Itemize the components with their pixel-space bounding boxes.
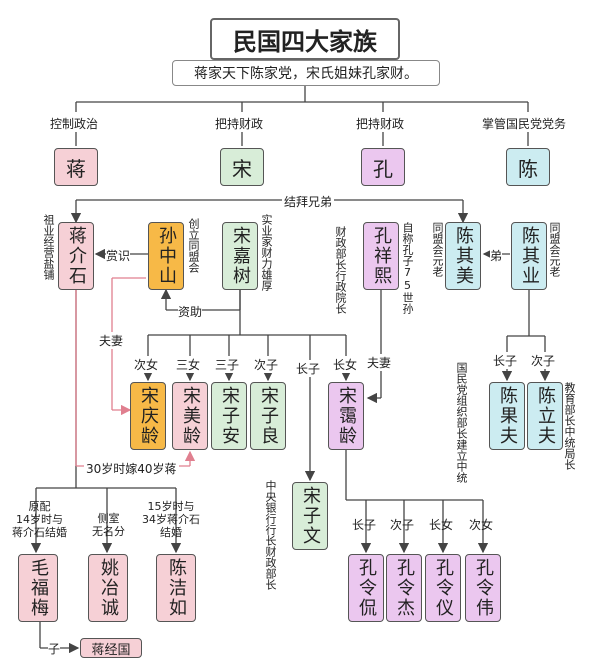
family-role-song: 把持财政: [215, 117, 264, 131]
label-third-daughter: 三女: [176, 356, 201, 373]
diagram-title: 民国四大家族: [210, 18, 400, 60]
person-song-meiling: 宋美龄: [172, 382, 208, 450]
family-chen: 陈: [506, 148, 550, 186]
label-brother: 弟: [490, 247, 503, 264]
family-jiang: 蒋: [54, 148, 98, 186]
person-kong-lingkan: 孔令侃: [348, 554, 384, 622]
note-chen-qiye: 同盟会元老: [548, 222, 561, 277]
diagram-subtitle: 蒋家天下陈家党，宋氏姐妹孔家财。: [172, 60, 440, 86]
person-kong-lingjie: 孔令杰: [386, 554, 422, 622]
note-song-wealth: 实业家财力雄厚: [260, 214, 273, 291]
label-eldest-son: 长子: [296, 360, 321, 377]
label-third-son: 三子: [215, 356, 240, 373]
person-song-jiashu: 宋嘉树: [222, 222, 258, 290]
note-sun-founder: 创立同盟会: [187, 218, 200, 273]
label-son: 子: [48, 640, 61, 657]
note-chen-jieru: 15岁时与 34岁蒋介石 结婚: [142, 500, 200, 539]
family-role-kong: 把持财政: [356, 117, 405, 131]
label-appreciate: 赏识: [106, 247, 131, 264]
note-lifu: 教育部长中统局长: [563, 382, 576, 470]
note-kong-title: 财政部长行政院长: [334, 226, 347, 314]
person-jiang-jieshi: 蒋介石: [58, 222, 94, 290]
note-ziwen: 中央银行行长财政部长: [264, 480, 277, 590]
person-chen-guofu: 陈果夫: [489, 382, 525, 450]
family-song: 宋: [220, 148, 264, 186]
label-spouse-sun: 夫妻: [99, 332, 124, 349]
label-kong-second-daughter: 次女: [469, 518, 494, 532]
person-song-ziliang: 宋子良: [250, 382, 286, 450]
note-kong-origin: 自称孔子75世孙: [401, 222, 414, 314]
label-second-son: 次子: [254, 356, 279, 373]
person-chen-qiye: 陈其业: [511, 222, 547, 290]
person-sun-zhongshan: 孙中山: [148, 222, 184, 290]
person-jiang-jingguo: 蒋经国: [80, 638, 142, 658]
note-age: 30岁时嫁40岁蒋: [84, 460, 179, 477]
note-jiang-business: 祖业经营盐铺: [42, 214, 55, 280]
sworn-brothers-label: 结拜兄弟: [282, 193, 335, 210]
person-song-ziwen: 宋子文: [292, 482, 328, 550]
note-guofu: 国民党组织部长建立中统: [455, 362, 468, 483]
label-fund: 资助: [178, 303, 203, 320]
label-chen-second-son: 次子: [531, 352, 556, 369]
label-second-daughter: 次女: [134, 356, 159, 373]
person-mao-fumei: 毛福梅: [18, 554, 58, 622]
note-mao: 原配 14岁时与 蒋介石结婚: [12, 500, 67, 539]
person-song-qingling: 宋庆龄: [130, 382, 166, 450]
label-spouse-kong: 夫妻: [367, 354, 392, 371]
note-yao: 侧室 无名分: [92, 512, 125, 538]
person-chen-jieru: 陈洁如: [156, 554, 196, 622]
person-kong-lingwei: 孔令伟: [465, 554, 501, 622]
label-kong-eldest-son: 长子: [352, 518, 377, 532]
person-song-ziann: 宋子安: [211, 382, 247, 450]
person-chen-lifu: 陈立夫: [527, 382, 563, 450]
person-chen-qimei: 陈其美: [445, 222, 481, 290]
label-eldest-daughter: 长女: [333, 356, 358, 373]
family-role-jiang: 控制政治: [50, 117, 99, 131]
person-song-ailing: 宋霭龄: [328, 382, 364, 450]
note-chen-qimei: 同盟会元老: [431, 222, 444, 277]
label-kong-second-son: 次子: [390, 518, 415, 532]
person-kong-lingyi: 孔令仪: [425, 554, 461, 622]
family-role-chen: 掌管国民党党务: [482, 117, 567, 131]
family-kong: 孔: [361, 148, 405, 186]
person-kong-xiangxi: 孔祥熙: [363, 222, 399, 290]
person-yao-yecheng: 姚冶诚: [88, 554, 128, 622]
label-chen-eldest-son: 长子: [493, 352, 518, 369]
label-kong-eldest-daughter: 长女: [429, 518, 454, 532]
